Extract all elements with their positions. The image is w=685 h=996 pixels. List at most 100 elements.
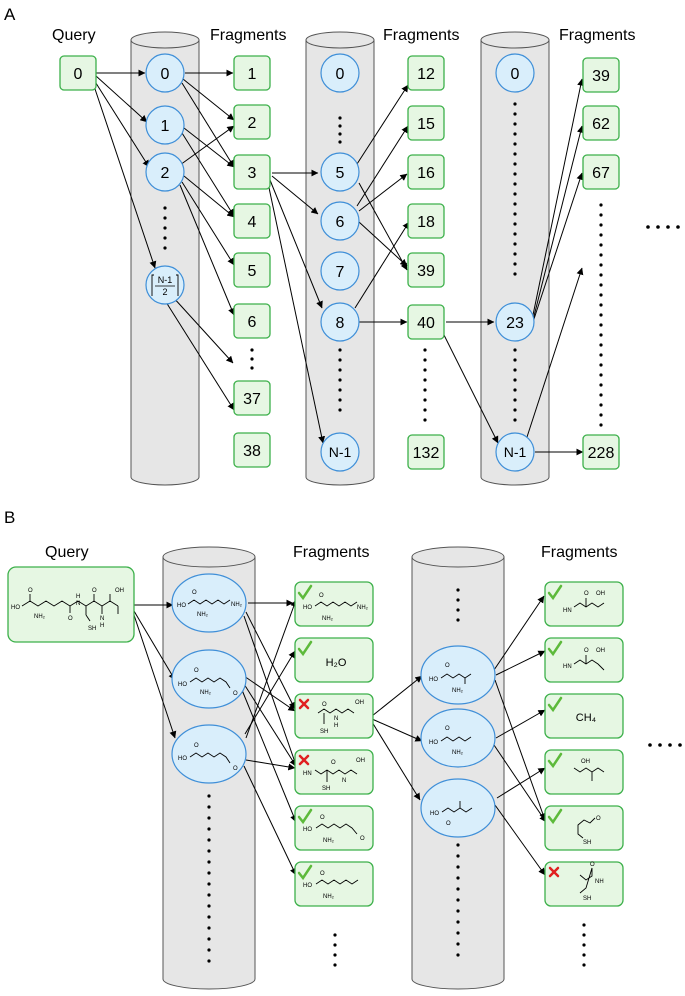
fragment-box: 62 bbox=[582, 105, 620, 141]
panel-b-arrows bbox=[133, 595, 547, 876]
fragment-box: 38 bbox=[233, 432, 271, 468]
node-label: 8 bbox=[336, 315, 345, 332]
panel-b-col1-node-3: HO O O bbox=[171, 724, 247, 784]
panel-a-ellipsis-dots bbox=[163, 102, 680, 427]
fragment-label: 39 bbox=[417, 263, 435, 280]
chem-oh: OH bbox=[596, 648, 605, 654]
node-label: 5 bbox=[336, 165, 345, 182]
chem-o: O bbox=[192, 590, 197, 596]
chem-o: O bbox=[446, 821, 451, 827]
panel-b-col1-fragment-4: HN O N OH SH bbox=[294, 749, 374, 795]
panel-b-col1-fragment-6: HO O NH₂ bbox=[294, 861, 374, 907]
chem-ho: HO bbox=[303, 605, 312, 611]
chem-o: O bbox=[194, 743, 199, 749]
fragment-label: 67 bbox=[592, 165, 610, 182]
check-icon bbox=[547, 640, 563, 657]
panel-b-col2-fragment-5: O SH bbox=[544, 805, 624, 851]
chem-n: N bbox=[334, 716, 338, 722]
fragment-box: 5 bbox=[233, 252, 271, 288]
fragment-label: 228 bbox=[588, 445, 615, 462]
fragment-box: 37 bbox=[233, 380, 271, 416]
chem-o: O bbox=[233, 766, 238, 772]
chem-hn: HN bbox=[303, 771, 312, 777]
chem-o: O bbox=[28, 588, 33, 594]
node-label: N-1 bbox=[504, 444, 527, 460]
fragment-box: 6 bbox=[233, 303, 271, 339]
cross-icon bbox=[298, 698, 310, 710]
panel-a-query-value: 0 bbox=[74, 66, 83, 83]
check-icon bbox=[297, 864, 313, 881]
chem-o: O bbox=[320, 815, 325, 821]
node-label: 6 bbox=[336, 214, 345, 231]
chem-o: O bbox=[233, 691, 238, 697]
chem-ho: HO bbox=[429, 677, 438, 683]
panel-a-fragments-title-2: Fragments bbox=[383, 27, 459, 44]
chem-o: O bbox=[194, 668, 199, 674]
node-label: 7 bbox=[336, 264, 345, 281]
chem-sh: SH bbox=[88, 626, 96, 632]
fragment-box: 39 bbox=[407, 252, 445, 288]
chem-nh2: NH₂ bbox=[452, 688, 464, 694]
node-fraction-numerator: N-1 bbox=[158, 275, 173, 285]
chem-n: N bbox=[342, 778, 346, 784]
check-icon bbox=[297, 808, 313, 825]
panel-a-cylinder-3 bbox=[480, 31, 550, 486]
chem-o: O bbox=[319, 593, 324, 599]
node-circle: 0 bbox=[145, 53, 185, 93]
node-circle-ceil-fraction: N-1 2 bbox=[145, 265, 185, 305]
chem-o: O bbox=[584, 591, 589, 597]
chem-h: H bbox=[76, 594, 80, 600]
chem-h: H bbox=[100, 623, 104, 629]
molecule-skeleton bbox=[440, 673, 472, 679]
node-circle: 0 bbox=[320, 53, 360, 93]
panel-b-col1-fragment-3: O N H OH SH bbox=[294, 693, 374, 739]
query-molecule-structure bbox=[21, 594, 119, 622]
fragment-label: 18 bbox=[417, 214, 435, 231]
panel-b-ellipsis-dots bbox=[207, 588, 682, 967]
panel-b-query-box: HO O NH₂ O H N O N H OH SH bbox=[7, 566, 135, 643]
fragment-box: 3 bbox=[233, 154, 271, 190]
chem-oh: OH bbox=[355, 700, 364, 706]
chem-o: O bbox=[331, 760, 336, 766]
node-circle: 2 bbox=[145, 152, 185, 192]
panel-a-query-title: Query bbox=[52, 27, 96, 44]
chem-nh2: NH₂ bbox=[452, 750, 464, 756]
chem-ho: HO bbox=[303, 883, 312, 889]
panel-b-col1-fragment-5: HO O NH₂ O bbox=[294, 805, 374, 851]
chem-o: O bbox=[584, 648, 589, 654]
fragment-box: 4 bbox=[233, 203, 271, 239]
fragment-box: 16 bbox=[407, 154, 445, 190]
check-icon bbox=[547, 696, 563, 713]
node-circle: 0 bbox=[495, 53, 535, 93]
molecule-skeleton bbox=[440, 736, 472, 742]
chem-nh2: NH₂ bbox=[34, 614, 46, 620]
node-label: 0 bbox=[161, 66, 170, 83]
node-circle: N-1 bbox=[495, 432, 535, 472]
panel-b-col1-node-1: HO O NH₂ NH₂ bbox=[171, 573, 247, 633]
node-label: N-1 bbox=[329, 444, 352, 460]
chem-oh: OH bbox=[115, 588, 124, 594]
panel-b-col1-node-2: HO O NH₂ O bbox=[171, 649, 247, 709]
fragment-label: 132 bbox=[413, 445, 440, 462]
panel-b-col2-node-2: HO O NH₂ bbox=[420, 708, 496, 768]
methane-label: CH₄ bbox=[576, 712, 597, 724]
chem-ho: HO bbox=[303, 827, 312, 833]
panel-b-col1-fragment-2: H₂O bbox=[294, 637, 374, 683]
panel-a-col3-fragments: 39 62 67 228 bbox=[582, 57, 620, 470]
panel-b-label: B bbox=[4, 508, 15, 527]
fragment-label: 62 bbox=[592, 116, 610, 133]
fragment-label: 1 bbox=[248, 66, 257, 83]
fragment-box: 67 bbox=[582, 154, 620, 190]
panel-b-col2-fragment-4: OH bbox=[544, 749, 624, 795]
chem-oh: OH bbox=[581, 759, 590, 765]
panel-a-query-box: 0 bbox=[59, 55, 97, 91]
chem-ho: HO bbox=[429, 740, 438, 746]
fragment-label: 38 bbox=[243, 443, 261, 460]
check-icon bbox=[547, 584, 563, 601]
molecule-skeleton bbox=[187, 599, 231, 605]
fragment-label: 3 bbox=[248, 165, 257, 182]
panel-a-col1-fragments: 1 2 3 4 5 6 37 38 bbox=[233, 55, 271, 468]
molecule-skeleton bbox=[314, 601, 358, 607]
fragment-box: 40 bbox=[407, 304, 445, 340]
